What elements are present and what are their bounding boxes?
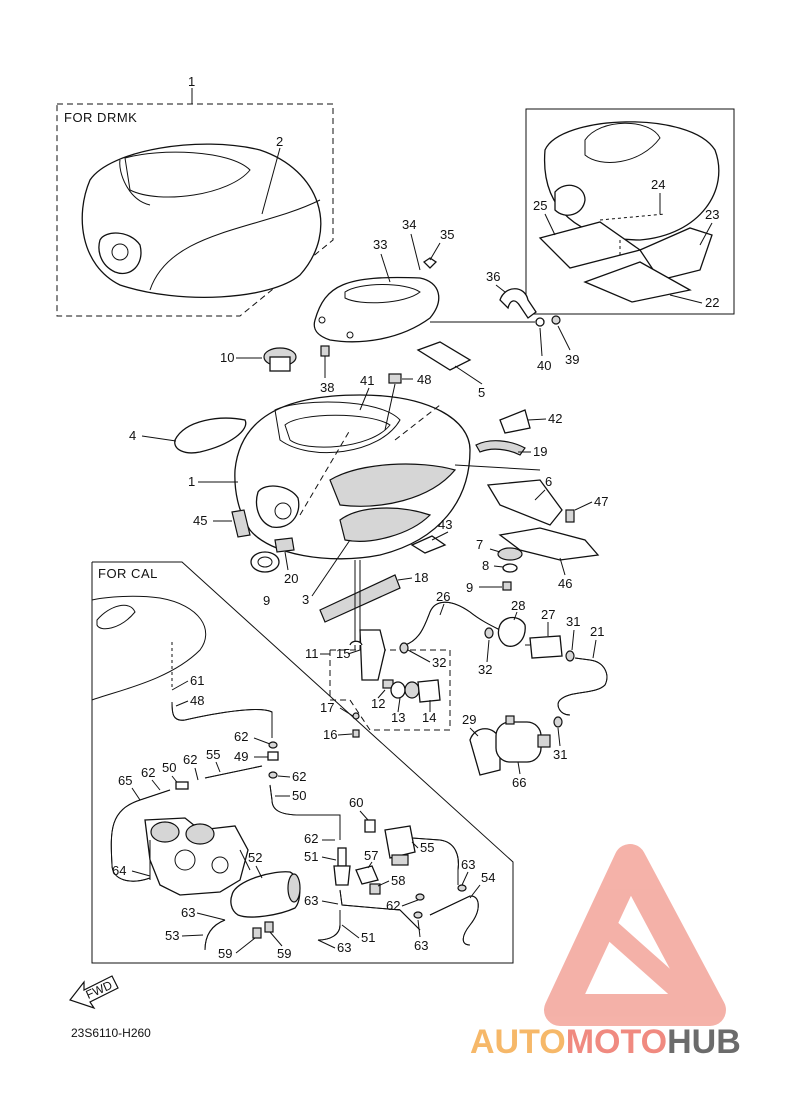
callout-43: 45 — [193, 513, 207, 528]
callout-39: 40 — [537, 358, 551, 373]
callout-16: 15 — [336, 646, 350, 661]
callout-29: 28 — [511, 598, 525, 613]
callout-37: 38 — [320, 380, 334, 395]
main-fuel-tank — [234, 394, 471, 560]
callout-52: 52 — [248, 850, 262, 865]
callout-36: 36 — [486, 269, 500, 284]
callout-35: 35 — [440, 227, 454, 242]
callout-26: 25 — [533, 198, 547, 213]
callout-63c: 63 — [337, 940, 351, 955]
callout-17: 16 — [323, 727, 337, 742]
watermark-part1: AUTO — [470, 1023, 566, 1061]
callout-1-top: 1 — [188, 74, 195, 89]
callout-12: 11 — [305, 646, 319, 661]
inset-box-decals — [525, 108, 735, 315]
callout-48b: 50 — [162, 760, 176, 775]
callout-10: 9 — [263, 593, 270, 608]
drmk-box-title: FOR DRMK — [64, 110, 137, 125]
callout-62d: 62 — [141, 765, 155, 780]
callout-25: 24 — [651, 177, 665, 192]
callout-47: 48 — [190, 693, 204, 708]
callout-34: 34 — [402, 217, 416, 232]
callout-49: 50 — [292, 788, 306, 803]
callout-66: 66 — [512, 775, 526, 790]
callout-32a: 32 — [432, 655, 446, 670]
callout-44: 46 — [558, 576, 572, 591]
callout-46: 48 — [417, 372, 431, 387]
callout-9: 9 — [466, 580, 473, 595]
callout-13: 12 — [371, 696, 385, 711]
callout-4: 4 — [129, 428, 136, 443]
callout-60: 60 — [349, 795, 363, 810]
callout-62b: 62 — [292, 769, 306, 784]
carburetor-assembly — [144, 817, 251, 896]
callout-27: 26 — [436, 589, 450, 604]
callout-42: 43 — [438, 517, 452, 532]
watermark-part2: MOTO — [566, 1023, 667, 1061]
callout-62c: 62 — [183, 752, 197, 767]
callout-33: 33 — [373, 237, 387, 252]
callout-51: 51 — [361, 930, 375, 945]
callout-65: 65 — [118, 773, 132, 788]
callout-41: 42 — [548, 411, 562, 426]
callout-8: 8 — [482, 558, 489, 573]
drawing-code: 23S6110-H260 — [71, 1026, 151, 1040]
callout-31a: 31 — [566, 614, 580, 629]
callout-30: 29 — [462, 712, 476, 727]
callout-48a: 49 — [234, 749, 248, 764]
part-33-cover — [313, 276, 440, 343]
callout-63d: 63 — [414, 938, 428, 953]
callout-62a: 62 — [234, 729, 248, 744]
watermark-part3: HUB — [667, 1023, 741, 1061]
callout-62e: 62 — [304, 831, 318, 846]
callout-63b: 63 — [304, 893, 318, 908]
callout-63e: 63 — [461, 857, 475, 872]
callout-2: 2 — [276, 134, 283, 149]
callout-59b: 59 — [277, 946, 291, 961]
callout-55: 55 — [420, 840, 434, 855]
callout-6: 6 — [545, 474, 552, 489]
fwd-label: FWD — [84, 978, 115, 1002]
callout-59a: 59 — [218, 946, 232, 961]
callout-58: 58 — [391, 873, 405, 888]
callout-61: 61 — [190, 673, 204, 688]
callout-57: 57 — [364, 848, 378, 863]
cal-box-title: FOR CAL — [98, 566, 158, 581]
callout-32b: 32 — [478, 662, 492, 677]
callout-31b: 31 — [553, 747, 567, 762]
callout-1-main: 1 — [188, 474, 195, 489]
callout-56: 55 — [206, 747, 220, 762]
callout-22: 21 — [590, 624, 604, 639]
cal-box: FOR CAL — [91, 561, 514, 964]
callout-50: 51 — [304, 849, 318, 864]
callout-18: 17 — [320, 700, 334, 715]
callout-40: 41 — [360, 373, 374, 388]
callout-54: 54 — [481, 870, 495, 885]
drmk-box: FOR DRMK — [56, 103, 334, 317]
callout-19: 18 — [414, 570, 428, 585]
callout-21: 20 — [284, 571, 298, 586]
callout-14: 13 — [391, 710, 405, 725]
callout-45: 47 — [594, 494, 608, 509]
callout-23: 22 — [705, 295, 719, 310]
fwd-arrow-icon: FWD — [69, 975, 119, 1010]
callout-11: 10 — [220, 350, 234, 365]
callout-5: 5 — [478, 385, 485, 400]
watermark-logo — [544, 844, 726, 1026]
callout-3: 3 — [302, 592, 309, 607]
part-11-cap — [263, 347, 297, 372]
callout-7: 7 — [476, 537, 483, 552]
callout-62f: 62 — [386, 898, 400, 913]
callout-28: 27 — [541, 607, 555, 622]
callout-53: 53 — [165, 928, 179, 943]
callout-38: 39 — [565, 352, 579, 367]
callout-63a: 63 — [181, 905, 195, 920]
watermark-text: AUTOMOTOHUB — [470, 1023, 741, 1061]
callout-15: 14 — [422, 710, 436, 725]
callout-24: 23 — [705, 207, 719, 222]
callout-20: 19 — [533, 444, 547, 459]
callout-64: 64 — [112, 863, 126, 878]
